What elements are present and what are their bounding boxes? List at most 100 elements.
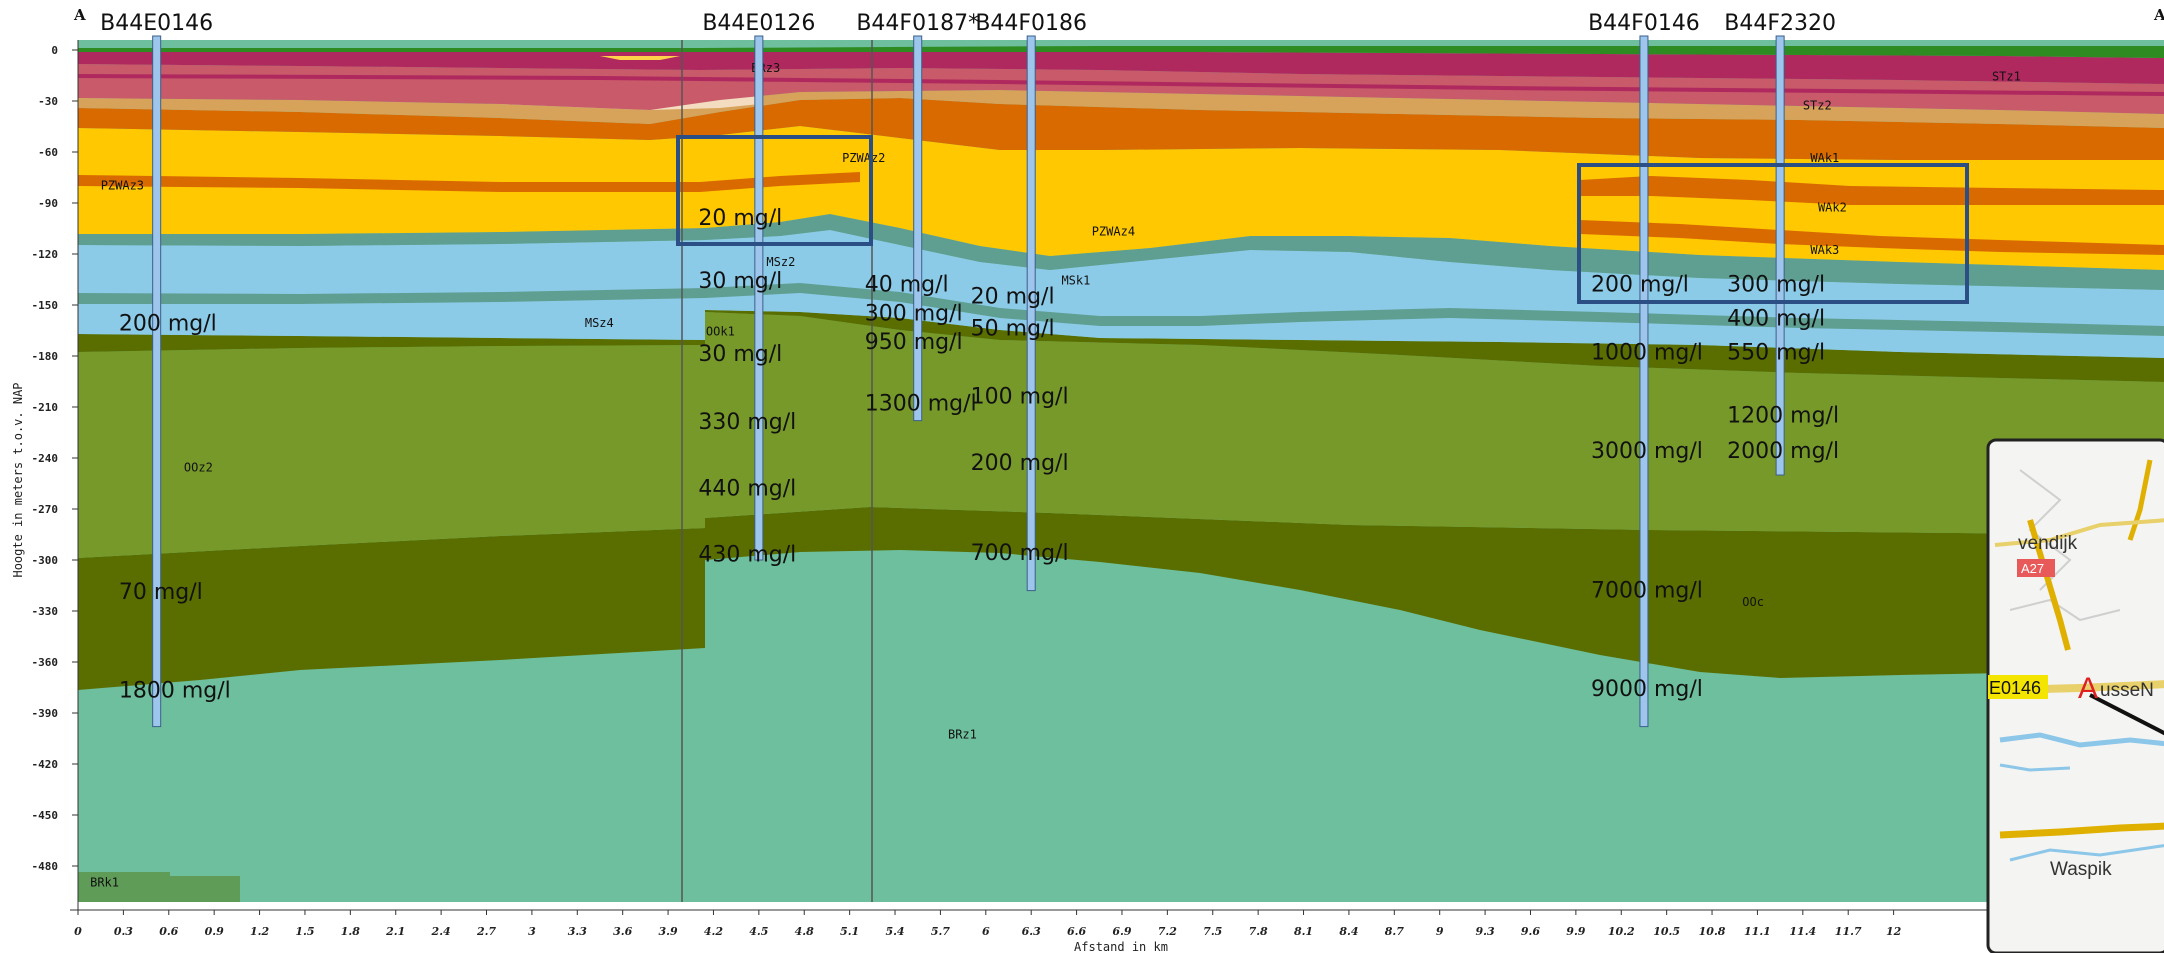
x-tick-label: 1.2 xyxy=(250,925,269,938)
x-tick-label: 6 xyxy=(982,925,990,938)
x-tick-label: 2.1 xyxy=(385,925,405,938)
x-tick-label: 10.8 xyxy=(1699,925,1726,938)
concentration-label: 2000 mg/l xyxy=(1727,439,1839,464)
y-tick-label: -420 xyxy=(32,758,59,771)
concentration-label: 3000 mg/l xyxy=(1591,439,1703,464)
concentration-label: 200 mg/l xyxy=(971,451,1069,476)
x-tick-label: 10.5 xyxy=(1653,925,1680,938)
concentration-label: 300 mg/l xyxy=(865,301,963,326)
x-tick-label: 4.2 xyxy=(704,925,723,938)
unit-label: WAk3 xyxy=(1810,243,1839,257)
well-line xyxy=(1639,35,1649,728)
x-tick-label: 4.5 xyxy=(749,925,768,938)
well-line xyxy=(152,35,162,728)
concentration-label: 1200 mg/l xyxy=(1727,403,1839,428)
concentration-label: 9000 mg/l xyxy=(1591,677,1703,702)
x-tick-label: 1.8 xyxy=(341,925,360,938)
concentration-label: 200 mg/l xyxy=(1591,272,1689,297)
map-label-well: E0146 xyxy=(1989,678,2041,698)
x-tick-label: 11.1 xyxy=(1744,925,1771,938)
unit-label: OOc xyxy=(1742,595,1764,609)
x-tick-label: 8.1 xyxy=(1294,925,1313,938)
y-tick-label: -180 xyxy=(32,350,59,363)
x-tick-label: 4.8 xyxy=(795,925,814,938)
concentration-label: 7000 mg/l xyxy=(1591,578,1703,603)
x-tick-label: 3.6 xyxy=(613,925,632,938)
y-tick-label: -90 xyxy=(38,197,58,210)
unit-wak2 xyxy=(1580,176,2164,205)
x-tick-label: 11.7 xyxy=(1835,925,1862,938)
well-label: B44F2320 xyxy=(1724,11,1836,36)
concentration-label: 330 mg/l xyxy=(698,410,796,435)
concentration-label: 40 mg/l xyxy=(865,272,949,297)
map-marker-a: A xyxy=(2078,672,2098,705)
highlight-box-east xyxy=(1577,163,1969,304)
x-tick-label: 7.8 xyxy=(1249,925,1268,938)
axes: 0-30-60-90-120-150-180-210-240-270-300-3… xyxy=(11,40,2164,953)
unit-label: OOz2 xyxy=(184,461,213,475)
x-tick-label: 7.2 xyxy=(1158,925,1177,938)
y-tick-label: -360 xyxy=(32,656,59,669)
unit-wak-west xyxy=(78,172,860,192)
concentration-label: 430 mg/l xyxy=(698,543,796,568)
unit-brk1 xyxy=(78,872,240,902)
map-label-waspik: Waspik xyxy=(2050,859,2112,880)
map-label-vendijk: vendijk xyxy=(2018,533,2078,554)
y-tick-label: -390 xyxy=(32,707,59,720)
unit-label: BRk1 xyxy=(90,875,119,889)
x-tick-label: 0.6 xyxy=(159,925,178,938)
well-line xyxy=(754,35,764,561)
unit-yellow-lens xyxy=(600,56,680,60)
x-tick-label: 0 xyxy=(74,925,82,938)
x-tick-label: 2.4 xyxy=(431,925,451,938)
unit-label: WAk2 xyxy=(1818,201,1847,215)
unit-label: MSz2 xyxy=(766,255,795,269)
unit-label: MSk1 xyxy=(1061,274,1090,288)
corner-label-left: A xyxy=(73,6,86,24)
y-tick-label: 0 xyxy=(51,44,58,57)
well-label: B44F0186 xyxy=(975,11,1087,36)
x-tick-label: 6.6 xyxy=(1067,925,1086,938)
x-tick-label: 9.9 xyxy=(1566,925,1585,938)
x-tick-label: 10.2 xyxy=(1608,925,1635,938)
map-label-a27: A27 xyxy=(2021,561,2044,576)
concentration-label: 1300 mg/l xyxy=(865,391,977,416)
x-tick-label: 6.9 xyxy=(1112,925,1131,938)
x-tick-label: 6.3 xyxy=(1022,925,1041,938)
y-tick-label: -450 xyxy=(32,809,59,822)
x-tick-label: 3 xyxy=(528,925,536,938)
plot-area xyxy=(78,40,2164,902)
corner-label-right: A xyxy=(2153,6,2164,24)
x-axis-label: Afstand in km xyxy=(1074,940,1168,953)
unit-wak3 xyxy=(1580,220,2164,255)
well-line xyxy=(913,35,923,422)
y-tick-label: -120 xyxy=(32,248,59,261)
y-tick-label: -240 xyxy=(32,452,59,465)
concentration-label: 50 mg/l xyxy=(971,317,1055,342)
concentration-label: 30 mg/l xyxy=(698,269,782,294)
x-tick-label: 8.7 xyxy=(1385,925,1404,938)
x-tick-label: 9.3 xyxy=(1476,925,1495,938)
well-label: B44E0126 xyxy=(702,11,815,36)
x-tick-label: 9.6 xyxy=(1521,925,1540,938)
x-tick-label: 1.5 xyxy=(295,925,314,938)
x-tick-label: 2.7 xyxy=(476,925,496,938)
concentration-label: 20 mg/l xyxy=(698,206,782,231)
x-tick-label: 5.7 xyxy=(931,925,950,938)
x-tick-label: 7.5 xyxy=(1203,925,1222,938)
x-tick-label: 8.4 xyxy=(1339,925,1358,938)
concentration-label: 30 mg/l xyxy=(698,342,782,367)
unit-label: WAk1 xyxy=(1810,151,1839,165)
concentration-label: 1000 mg/l xyxy=(1591,340,1703,365)
unit-label: STz2 xyxy=(1803,99,1832,113)
y-axis-label: Hoogte in meters t.o.v. NAP xyxy=(11,382,25,577)
y-tick-label: -300 xyxy=(32,554,59,567)
inset-map: vendijk A27 E0146 A usseN Waspik xyxy=(1986,438,2164,953)
y-tick-label: -330 xyxy=(32,605,59,618)
map-label-drunen: usseN xyxy=(2100,680,2154,701)
y-tick-label: -30 xyxy=(38,95,58,108)
unit-label: PZWAz3 xyxy=(101,178,144,192)
